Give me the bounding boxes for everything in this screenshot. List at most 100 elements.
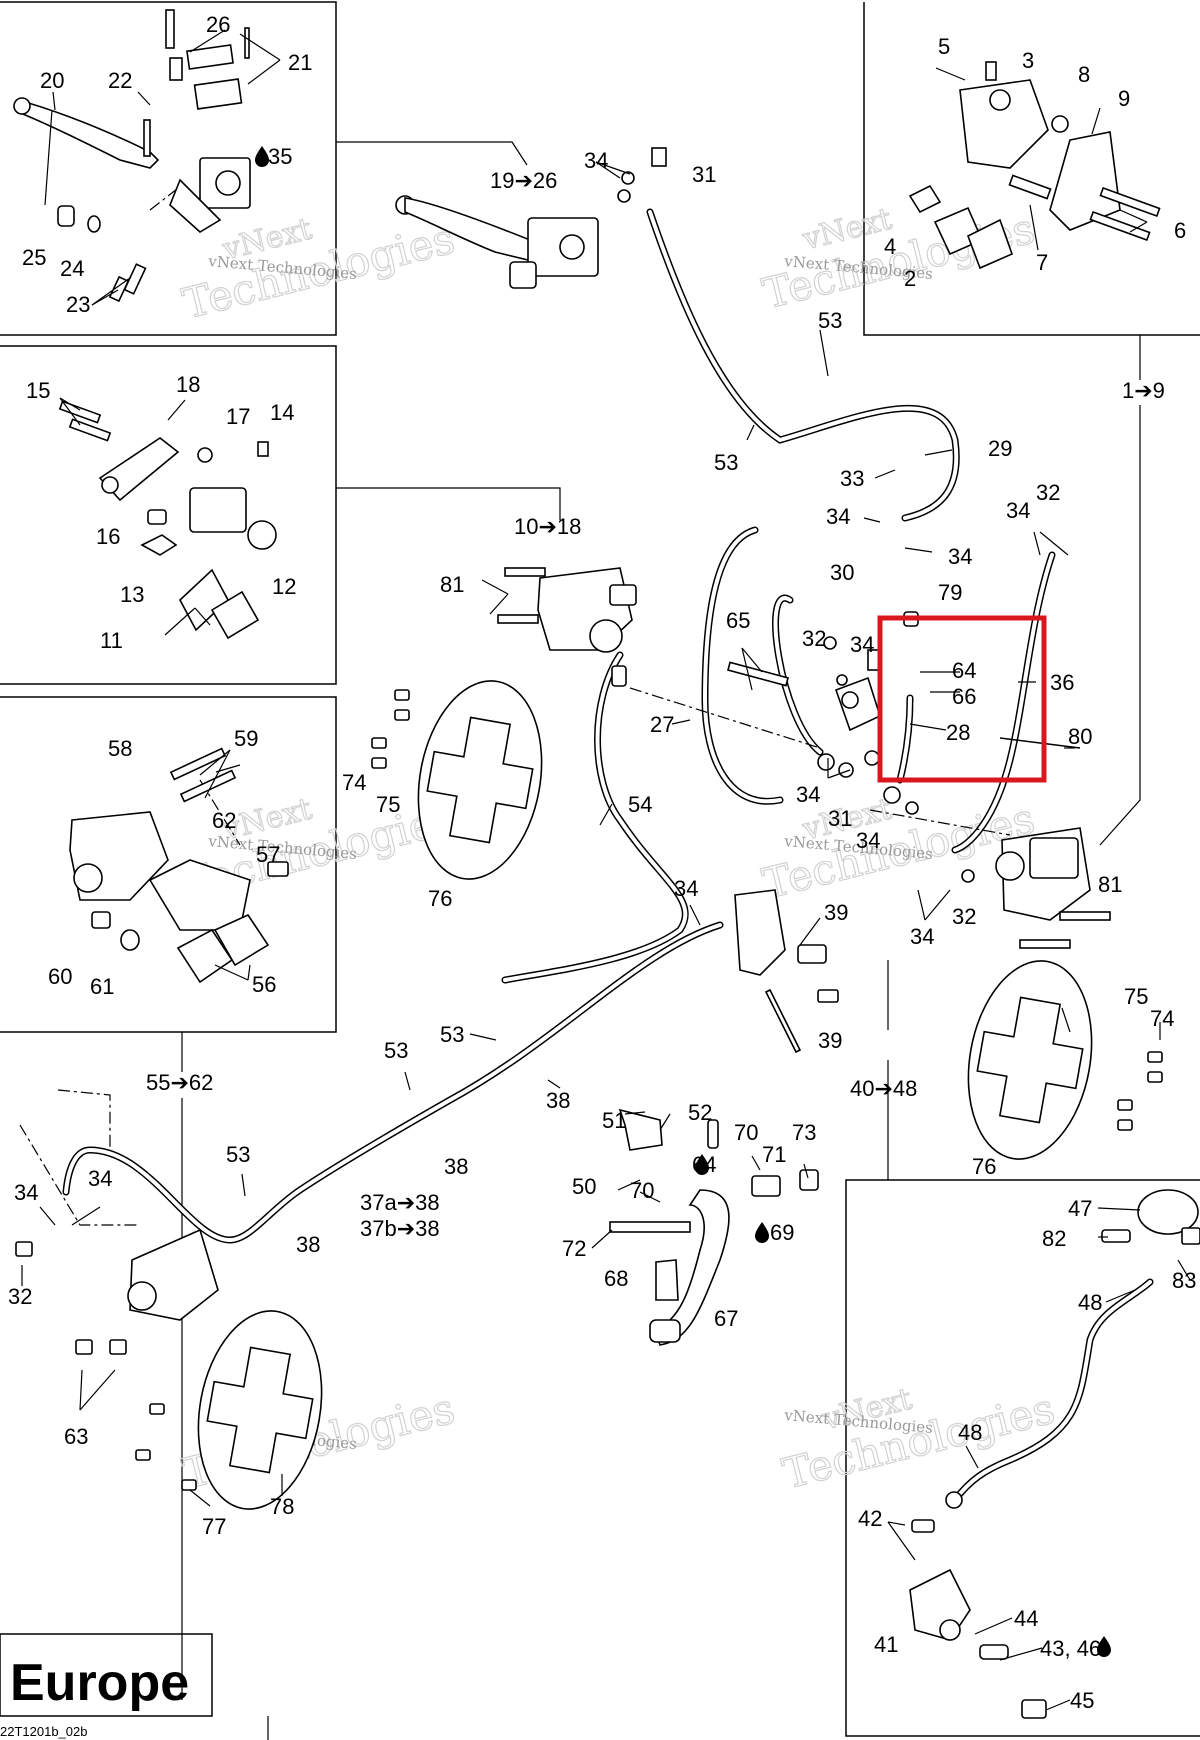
callout-70-upper: 70 (734, 1120, 758, 1145)
callout-24: 24 (60, 256, 84, 281)
proportioning-valve (727, 611, 1081, 815)
callout-11: 11 (100, 628, 123, 653)
callout-13: 13 (120, 582, 144, 607)
callout-8: 8 (1078, 62, 1090, 87)
disc-bolts (135, 689, 1163, 1491)
callout-38-b: 38 (444, 1154, 468, 1179)
callout-53-top: 53 (818, 308, 842, 333)
callout-34-mid: 34 (826, 504, 850, 529)
watermarks: vNext Technologies vNext Technologies vN… (177, 201, 1060, 1499)
callout-10-18: 10➔18 (514, 514, 581, 539)
callout-21: 21 (288, 50, 312, 75)
callout-5: 5 (938, 34, 950, 59)
callout-28: 28 (946, 720, 970, 745)
callout-81-right: 81 (1098, 872, 1122, 897)
callout-37b-38: 37b➔38 (360, 1216, 440, 1241)
callout-71: 71 (762, 1142, 786, 1167)
callout-7: 7 (1036, 250, 1048, 275)
callout-2: 2 (904, 266, 916, 291)
central-valve-block (734, 889, 839, 1054)
left-caliper-inset (69, 747, 289, 984)
callout-34-midright: 34 (948, 544, 972, 569)
callout-38-c: 38 (296, 1232, 320, 1257)
callout-34-ll1: 34 (14, 1180, 38, 1205)
callout-19-26: 19➔26 (490, 168, 557, 193)
callout-41: 41 (874, 1632, 898, 1657)
callout-25: 25 (22, 245, 46, 270)
callout-labels: 20 22 26 21 35 25 24 23 19➔26 34 31 53 5… (8, 12, 1196, 1713)
callout-77: 77 (202, 1514, 226, 1539)
callout-17: 17 (226, 404, 250, 429)
brake-hoses (62, 208, 1154, 1504)
callout-18: 18 (176, 372, 200, 397)
brake-pedal-assembly (609, 1108, 819, 1346)
callout-1-9: 1➔9 (1122, 378, 1165, 403)
callout-54: 54 (628, 792, 652, 817)
callout-59: 59 (234, 726, 258, 751)
front-master-cylinder-inset (13, 9, 251, 303)
callout-39-lower: 39 (818, 1028, 842, 1053)
svg-text:Technologies: Technologies (778, 1384, 1060, 1499)
lower-left-caliper (15, 1228, 219, 1355)
callout-39-upper: 39 (824, 900, 848, 925)
drop-icon (755, 1222, 769, 1243)
rear-caliper-main (497, 567, 637, 687)
fluid-drop-icons (255, 146, 1111, 1657)
callout-51: 51 (602, 1108, 626, 1133)
drop-icon (255, 146, 269, 167)
callout-44: 44 (1014, 1606, 1038, 1631)
callout-15: 15 (26, 378, 50, 403)
callout-70-lower: 70 (630, 1178, 654, 1203)
assembly-centerlines (19, 181, 1011, 1226)
callout-34-ll2: 34 (88, 1166, 112, 1191)
callout-32-ll: 32 (8, 1284, 32, 1309)
callout-62: 62 (212, 808, 236, 833)
callout-31-low: 31 (828, 806, 852, 831)
callout-58: 58 (108, 736, 132, 761)
callout-12: 12 (272, 574, 296, 599)
callout-65: 65 (726, 608, 750, 633)
callout-53-low2: 53 (440, 1022, 464, 1047)
callout-leaders (21, 29, 1191, 1711)
callout-79: 79 (938, 580, 962, 605)
callout-3: 3 (1022, 48, 1034, 73)
callout-40-48: 40➔48 (850, 1076, 917, 1101)
callout-9: 9 (1118, 86, 1130, 111)
callout-34-valve2: 34 (674, 876, 698, 901)
drop-icon (695, 1154, 709, 1175)
callout-81-top: 81 (440, 572, 464, 597)
callout-57: 57 (256, 842, 280, 867)
callout-83: 83 (1172, 1268, 1196, 1293)
callout-55-62: 55➔62 (146, 1070, 213, 1095)
callout-34-lowvalve: 34 (796, 782, 820, 807)
callout-38-a: 38 (546, 1088, 570, 1113)
callout-53-lower: 53 (226, 1142, 250, 1167)
callout-30: 30 (830, 560, 854, 585)
callout-22: 22 (108, 68, 132, 93)
inset-leader-lines (181, 141, 1141, 1740)
callout-43-46: 43, 46 (1040, 1636, 1101, 1661)
callout-47: 47 (1068, 1196, 1092, 1221)
callout-36: 36 (1050, 670, 1074, 695)
callout-66: 66 (952, 684, 976, 709)
callout-27: 27 (650, 712, 674, 737)
callout-64: 64 (952, 658, 976, 683)
callout-45: 45 (1070, 1688, 1094, 1713)
callout-68: 68 (604, 1266, 628, 1291)
callout-6: 6 (1174, 218, 1186, 243)
callout-34-low2: 34 (856, 828, 880, 853)
right-caliper-inset (908, 61, 1161, 270)
callout-75-left: 75 (376, 792, 400, 817)
callout-75-right: 75 (1124, 984, 1148, 1009)
callout-34-top: 34 (584, 148, 608, 173)
callout-32-right2: 32 (952, 904, 976, 929)
callout-32-right: 32 (1036, 480, 1060, 505)
callout-33: 33 (840, 466, 864, 491)
callout-31-top: 31 (692, 162, 716, 187)
callout-63: 63 (64, 1424, 88, 1449)
callout-34-right: 34 (1006, 498, 1030, 523)
footer-code: 22T1201b_02b (0, 1724, 87, 1739)
callout-73: 73 (792, 1120, 816, 1145)
